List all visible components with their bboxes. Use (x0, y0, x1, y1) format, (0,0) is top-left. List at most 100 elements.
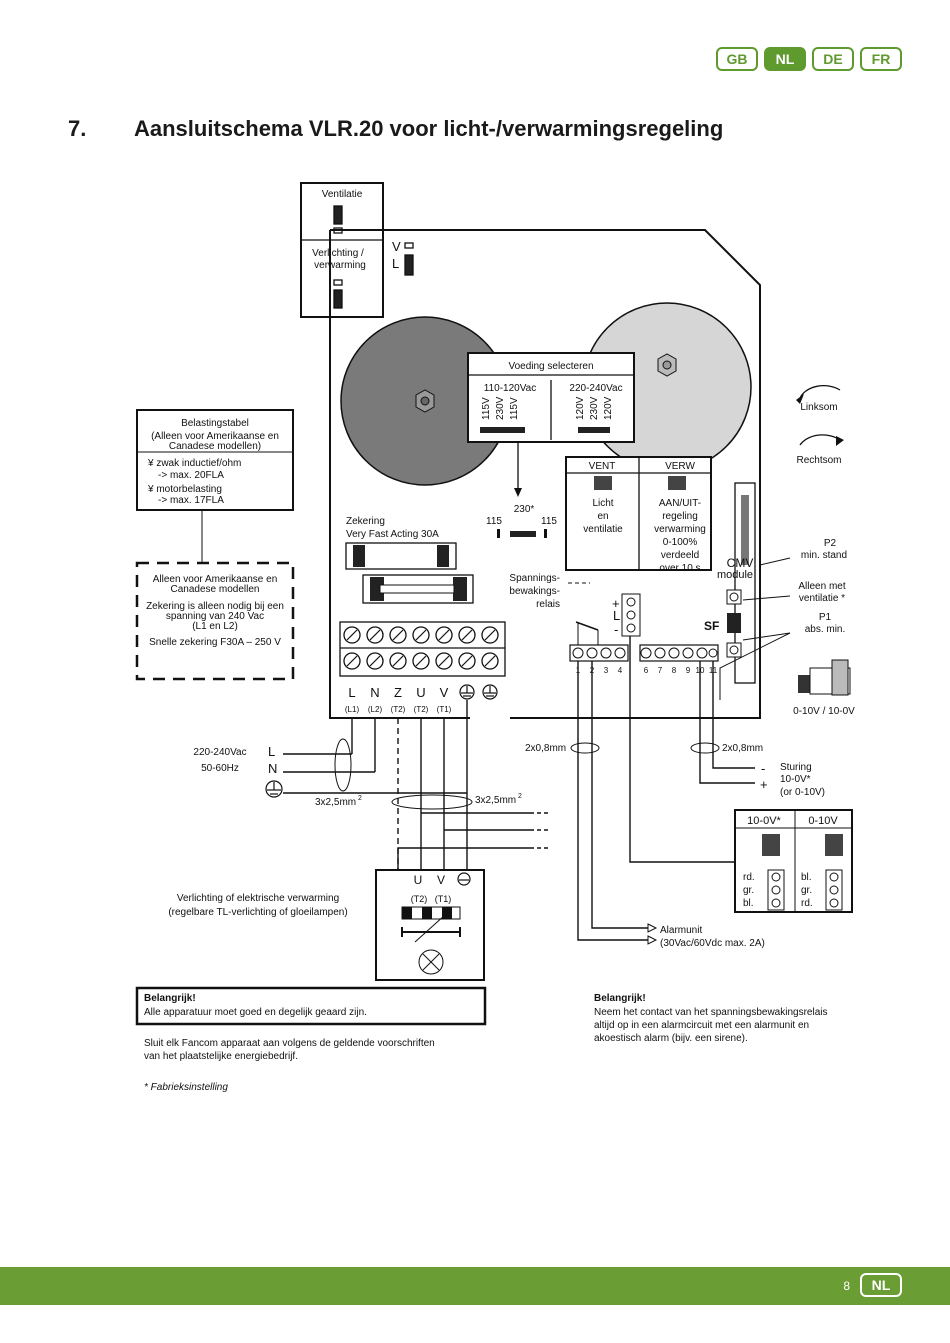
control-plus: + (760, 777, 768, 792)
important-left-title: Belangrijk! (144, 993, 196, 1004)
p1-label-2: abs. min. (805, 624, 846, 635)
verlichting-label-1: Verlichting / (312, 248, 364, 259)
volt-box-a-title: 10-0V* (747, 815, 781, 827)
load-table-box (136, 409, 294, 511)
verw-title: VERW (665, 461, 695, 472)
volt-box-b-title: 0-10V (808, 815, 838, 827)
supply-voltage: 220-240Vac (193, 747, 246, 758)
important-box-left (135, 986, 487, 1026)
important-right-title: Belangrijk! (594, 993, 646, 1004)
selector-230: 230* (514, 504, 535, 515)
term-num-8: 8 (672, 666, 677, 675)
verw-text-4: 0-100% (663, 537, 698, 548)
vent-text-1: Licht (592, 498, 613, 509)
tap-left-1: 115V (481, 397, 492, 420)
load-item1: ¥ zwak inductief/ohm (147, 458, 241, 469)
relay-minus: - (614, 622, 618, 637)
jumper-v-label: V (392, 239, 401, 254)
note-line-2: van het plaatstelijke energiebedrijf. (144, 1051, 298, 1062)
selector-115-right: 115 (541, 516, 557, 527)
volt-b-rd: rd. (801, 898, 813, 909)
volt-a-bl: bl. (743, 898, 754, 909)
cable-label-3-sq: 2 (358, 795, 362, 802)
volt-b-bl: bl. (801, 872, 812, 883)
term-num-2: 2 (590, 666, 595, 675)
fuse-note-4: spanning van 240 Vac (166, 611, 264, 622)
important-left-text: Alle apparatuur moet goed en degelijk ge… (144, 1007, 367, 1018)
terminal-u: U (416, 685, 425, 700)
fuse-note-2: Canadese modellen (171, 584, 260, 595)
section-heading: 7.Aansluitschema VLR.20 voor licht-/verw… (68, 116, 723, 142)
note-line-1: Sluit elk Fancom apparaat aan volgens de… (144, 1038, 435, 1049)
verw-text-2: regeling (662, 511, 698, 522)
alarm-label-1: Alarmunit (660, 925, 702, 936)
linksom-label: Linksom (800, 402, 837, 413)
alleen-met-1: Alleen met (798, 581, 845, 592)
tap-left-2: 230V (495, 396, 506, 420)
supply-frequency: 50-60Hz (201, 763, 239, 774)
terminal-v: V (440, 685, 449, 700)
load-v: V (437, 873, 445, 887)
jumper-l-label: L (392, 256, 399, 271)
lang-tab-gb[interactable]: GB (716, 47, 758, 71)
term-num-11: 11 (709, 666, 718, 675)
volt-b-gr: gr. (801, 885, 812, 896)
voeding-left: 110-120Vac (484, 383, 536, 394)
relay-plus: + (612, 596, 620, 611)
load-table-title: Belastingstabel (181, 418, 249, 429)
terminal-n: N (370, 685, 379, 700)
output-range-label: 0-10V / 10-0V (793, 706, 855, 717)
vent-text-3: ventilatie (583, 524, 623, 535)
terminal-l: L (348, 685, 355, 700)
load-table-sub1: (Alleen voor Amerikaanse en (151, 431, 279, 442)
load-item1-val: -> max. 20FLA (158, 470, 224, 481)
p2-label-1: P2 (824, 538, 837, 549)
load-item2-val: -> max. 17FLA (158, 495, 224, 506)
load-t2: (T2) (411, 894, 428, 904)
language-tabs: GB NL DE FR (716, 47, 902, 71)
footer-bar: 8 NL (0, 1267, 950, 1305)
load-t1: (T1) (435, 894, 452, 904)
cmv-label-2: module (717, 569, 753, 581)
page-number: 8 (843, 1279, 850, 1293)
alleen-met-2: ventilatie * (799, 593, 845, 604)
load-desc-1: Verlichting of elektrische verwarming (177, 893, 339, 904)
p2-label-2: min. stand (801, 550, 847, 561)
cable-label-3: 3x2,5mm (315, 797, 356, 808)
lang-tab-nl[interactable]: NL (764, 47, 806, 71)
verw-text-3: verwarming (654, 524, 706, 535)
important-right-line-2: altijd op in een alarmcircuit met een al… (594, 1020, 809, 1031)
verw-text-6: over 10 s (659, 563, 700, 574)
supply-n: N (268, 761, 277, 776)
ventilatie-label: Ventilatie (322, 189, 363, 200)
terminal-sub-t1: (T1) (437, 705, 452, 714)
fuse-note-5: (L1 en L2) (192, 621, 238, 632)
mode-select-box (300, 182, 384, 318)
relay-label-3: relais (536, 599, 560, 610)
term-num-10: 10 (696, 666, 705, 675)
tap-right-3: 120V (603, 396, 614, 420)
zekering-label-2: Very Fast Acting 30A (346, 529, 439, 540)
zekering-label-1: Zekering (346, 516, 385, 527)
vent-text-2: en (597, 511, 608, 522)
fuse-note-3: Zekering is alleen nodig bij een (146, 601, 284, 612)
tap-left-3: 115V (509, 397, 520, 420)
lang-tab-de[interactable]: DE (812, 47, 854, 71)
term-num-6: 6 (644, 666, 649, 675)
control-label-1: Sturing (780, 762, 812, 773)
p1-label-1: P1 (819, 612, 832, 623)
lang-tab-fr[interactable]: FR (860, 47, 902, 71)
fuse-note-6: Snelle zekering F30A – 250 V (149, 637, 281, 648)
term-num-1: 1 (576, 666, 581, 675)
control-label-3: (or 0-10V) (780, 787, 825, 798)
relay-l: L (613, 608, 620, 623)
cable-label-1: 2x0,8mm (525, 743, 566, 754)
control-label-2: 10-0V* (780, 774, 811, 785)
volt-a-gr: gr. (743, 885, 754, 896)
important-right-line-1: Neem het contact van het spanningsbewaki… (594, 1007, 827, 1018)
fuse-note-box (135, 561, 295, 681)
term-num-3: 3 (604, 666, 609, 675)
section-number: 7. (68, 116, 87, 141)
alarm-label-2: (30Vac/60Vdc max. 2A) (660, 938, 765, 949)
